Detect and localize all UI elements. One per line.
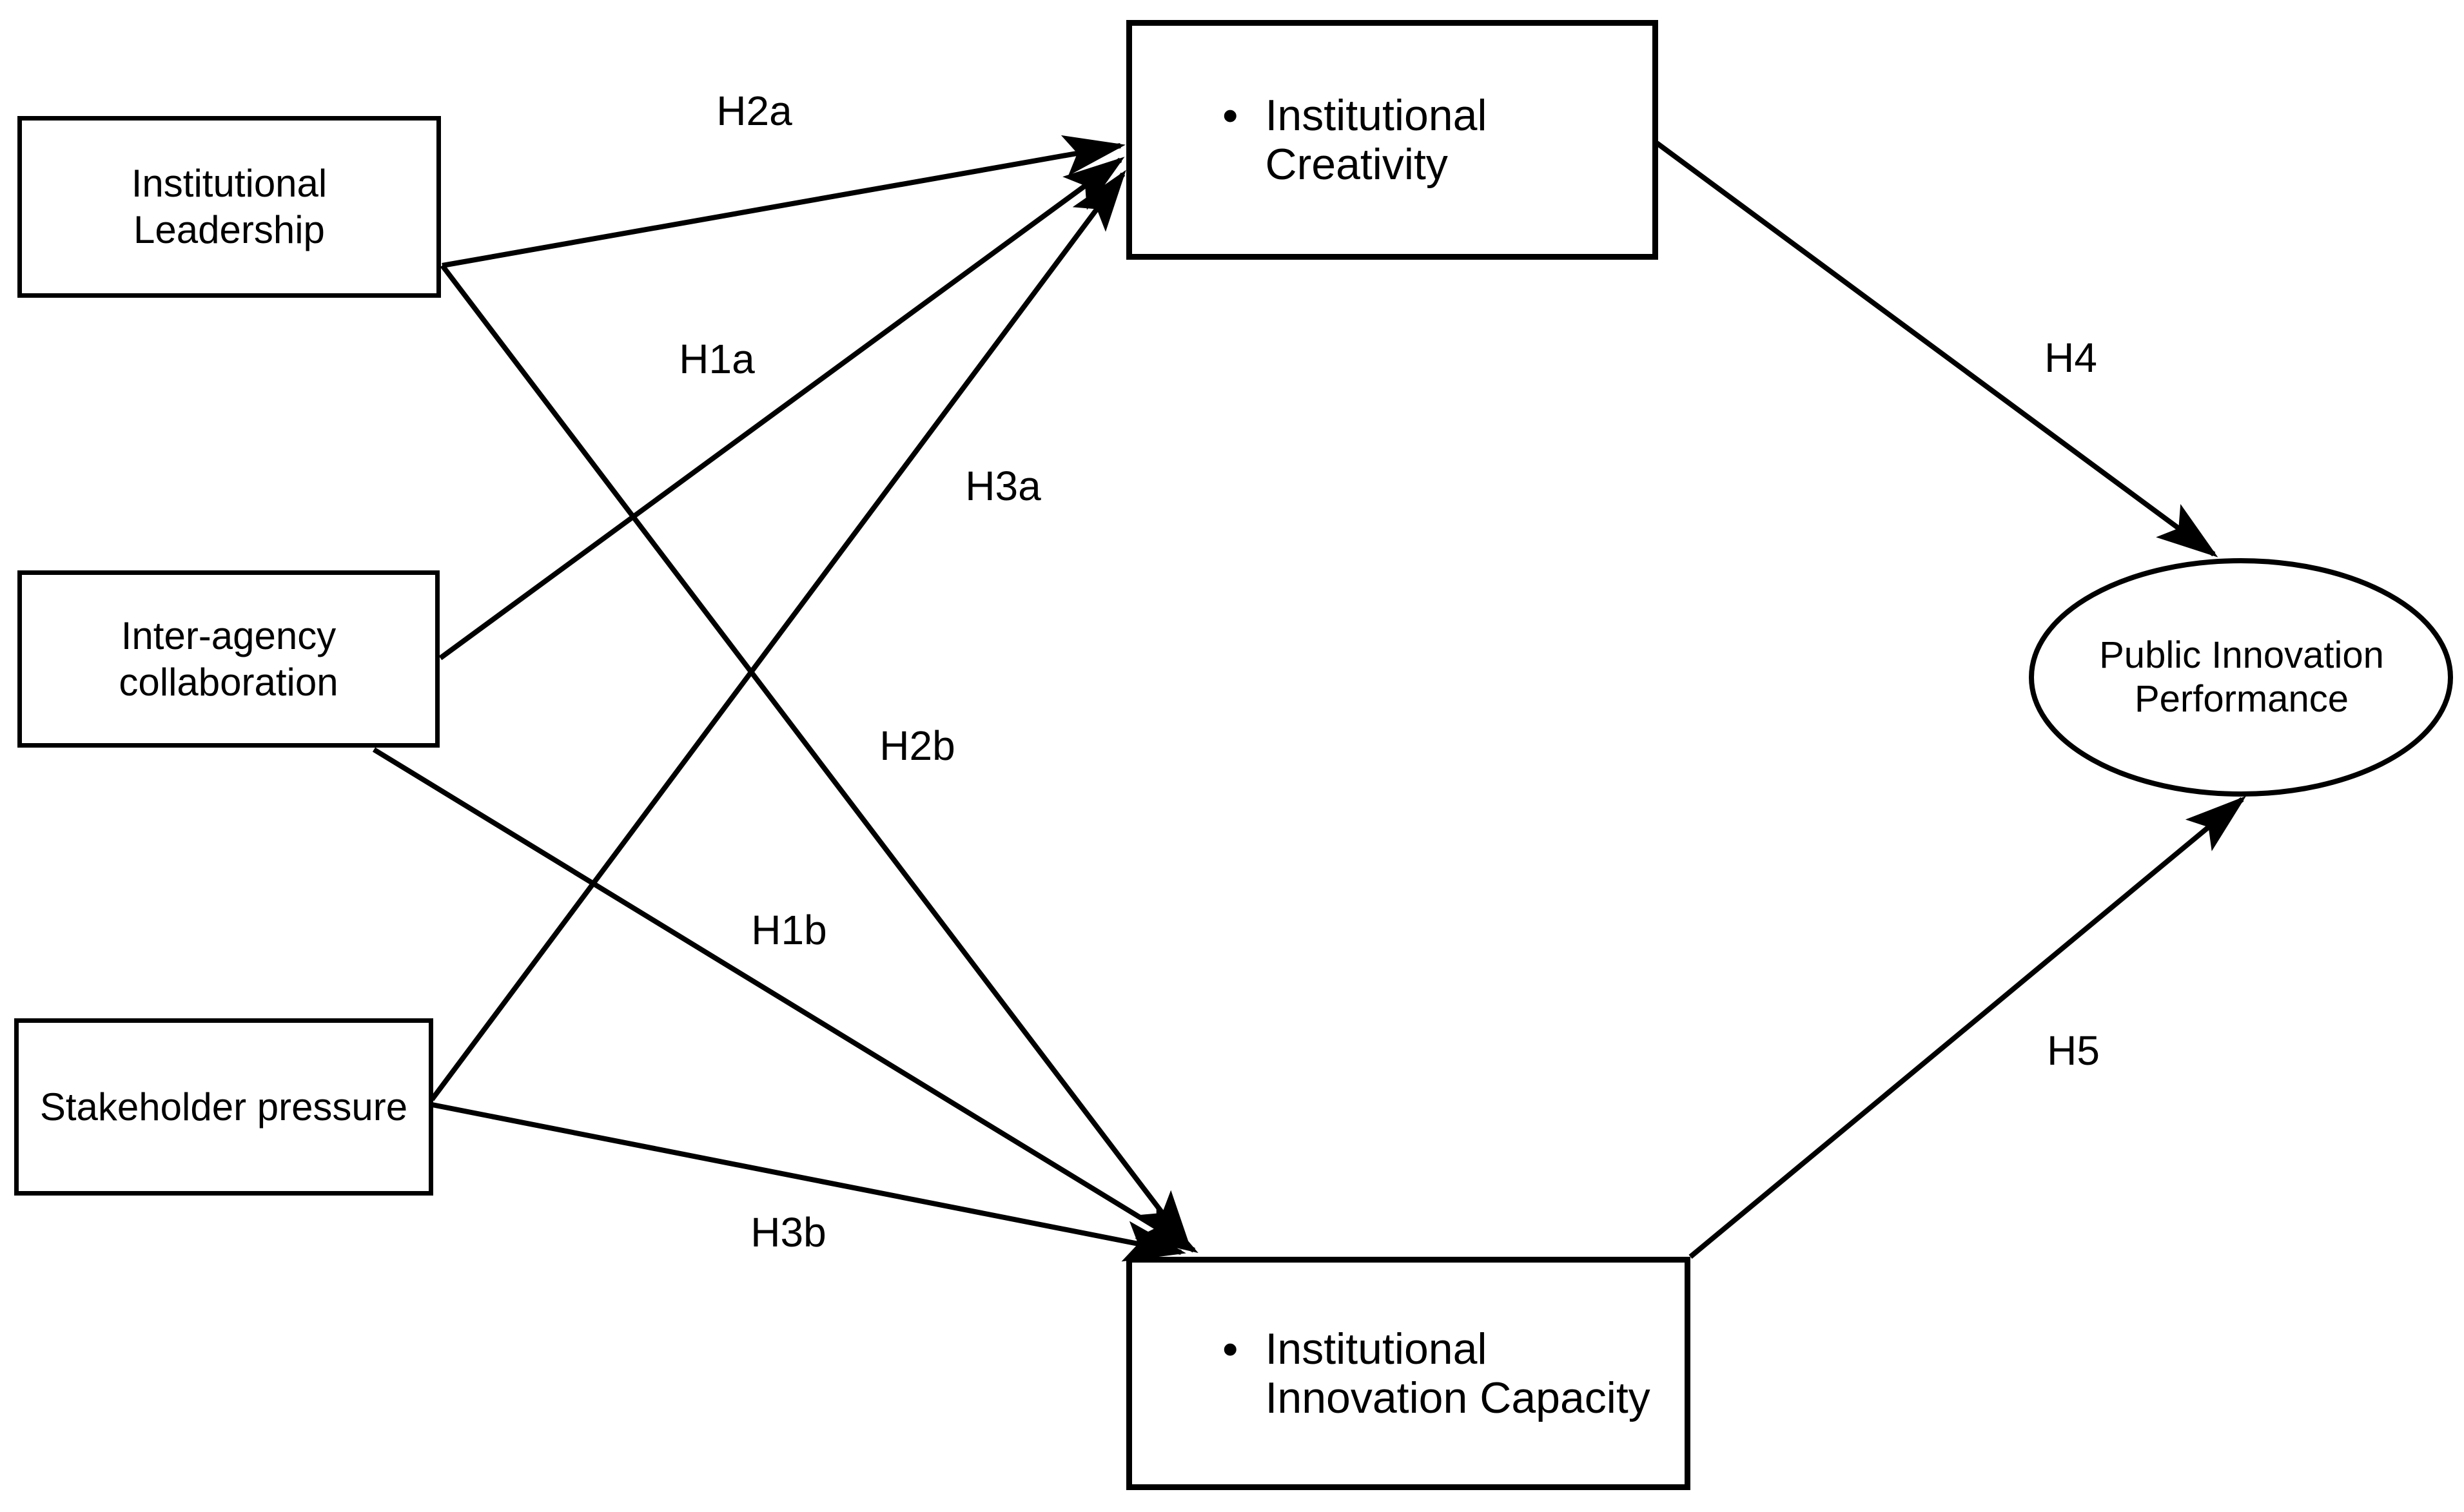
edge-label-h1a: H1a <box>679 336 755 382</box>
node-public-innovation-performance: Public Innovation Performance <box>2032 561 2451 793</box>
institutional-innovation-capacity-label: Institutional Innovation Capacity <box>1265 1324 1650 1422</box>
edge-label-h4: H4 <box>2044 334 2097 381</box>
edge-label-h3a: H3a <box>965 463 1041 509</box>
edge-h1b-arrow <box>372 747 1198 1254</box>
node-inter-agency-collaboration: Inter-agency collaboration <box>17 570 440 748</box>
institutional-creativity-content: • Institutional Creativity <box>1222 91 1487 189</box>
node-stakeholder-pressure: Stakeholder pressure <box>14 1018 433 1196</box>
edge-h2b-arrow <box>440 264 1192 1252</box>
edge-h4-arrow <box>1655 141 2218 557</box>
edge-label-h1b: H1b <box>751 907 827 953</box>
edge-h3b-arrow <box>431 1102 1186 1262</box>
bullet-icon: • <box>1222 1324 1238 1374</box>
edge-h1a-arrow <box>438 157 1125 661</box>
inter-agency-collaboration-label: Inter-agency collaboration <box>119 614 338 704</box>
bullet-icon: • <box>1222 90 1238 141</box>
edge-h5-arrow <box>1688 795 2247 1259</box>
institutional-creativity-label: Institutional Creativity <box>1265 91 1487 189</box>
edge-label-h3b: H3b <box>750 1209 826 1255</box>
institutional-innovation-capacity-content: • Institutional Innovation Capacity <box>1222 1324 1650 1422</box>
node-institutional-creativity: • Institutional Creativity <box>1126 20 1658 260</box>
institutional-leadership-label: Institutional Leadership <box>131 162 328 251</box>
public-innovation-performance-label: Public Innovation Performance <box>2099 634 2384 720</box>
edge-label-h5: H5 <box>2047 1027 2100 1074</box>
edge-label-h2b: H2b <box>879 722 955 769</box>
public-innovation-performance-ellipse <box>2029 558 2453 797</box>
edge-h2a-arrow <box>442 135 1126 268</box>
node-institutional-leadership: Institutional Leadership <box>17 116 441 298</box>
edge-label-h2a: H2a <box>716 88 792 134</box>
edge-h3a-arrow <box>429 170 1126 1101</box>
node-institutional-innovation-capacity: • Institutional Innovation Capacity <box>1126 1257 1690 1490</box>
stakeholder-pressure-label: Stakeholder pressure <box>39 1085 408 1129</box>
